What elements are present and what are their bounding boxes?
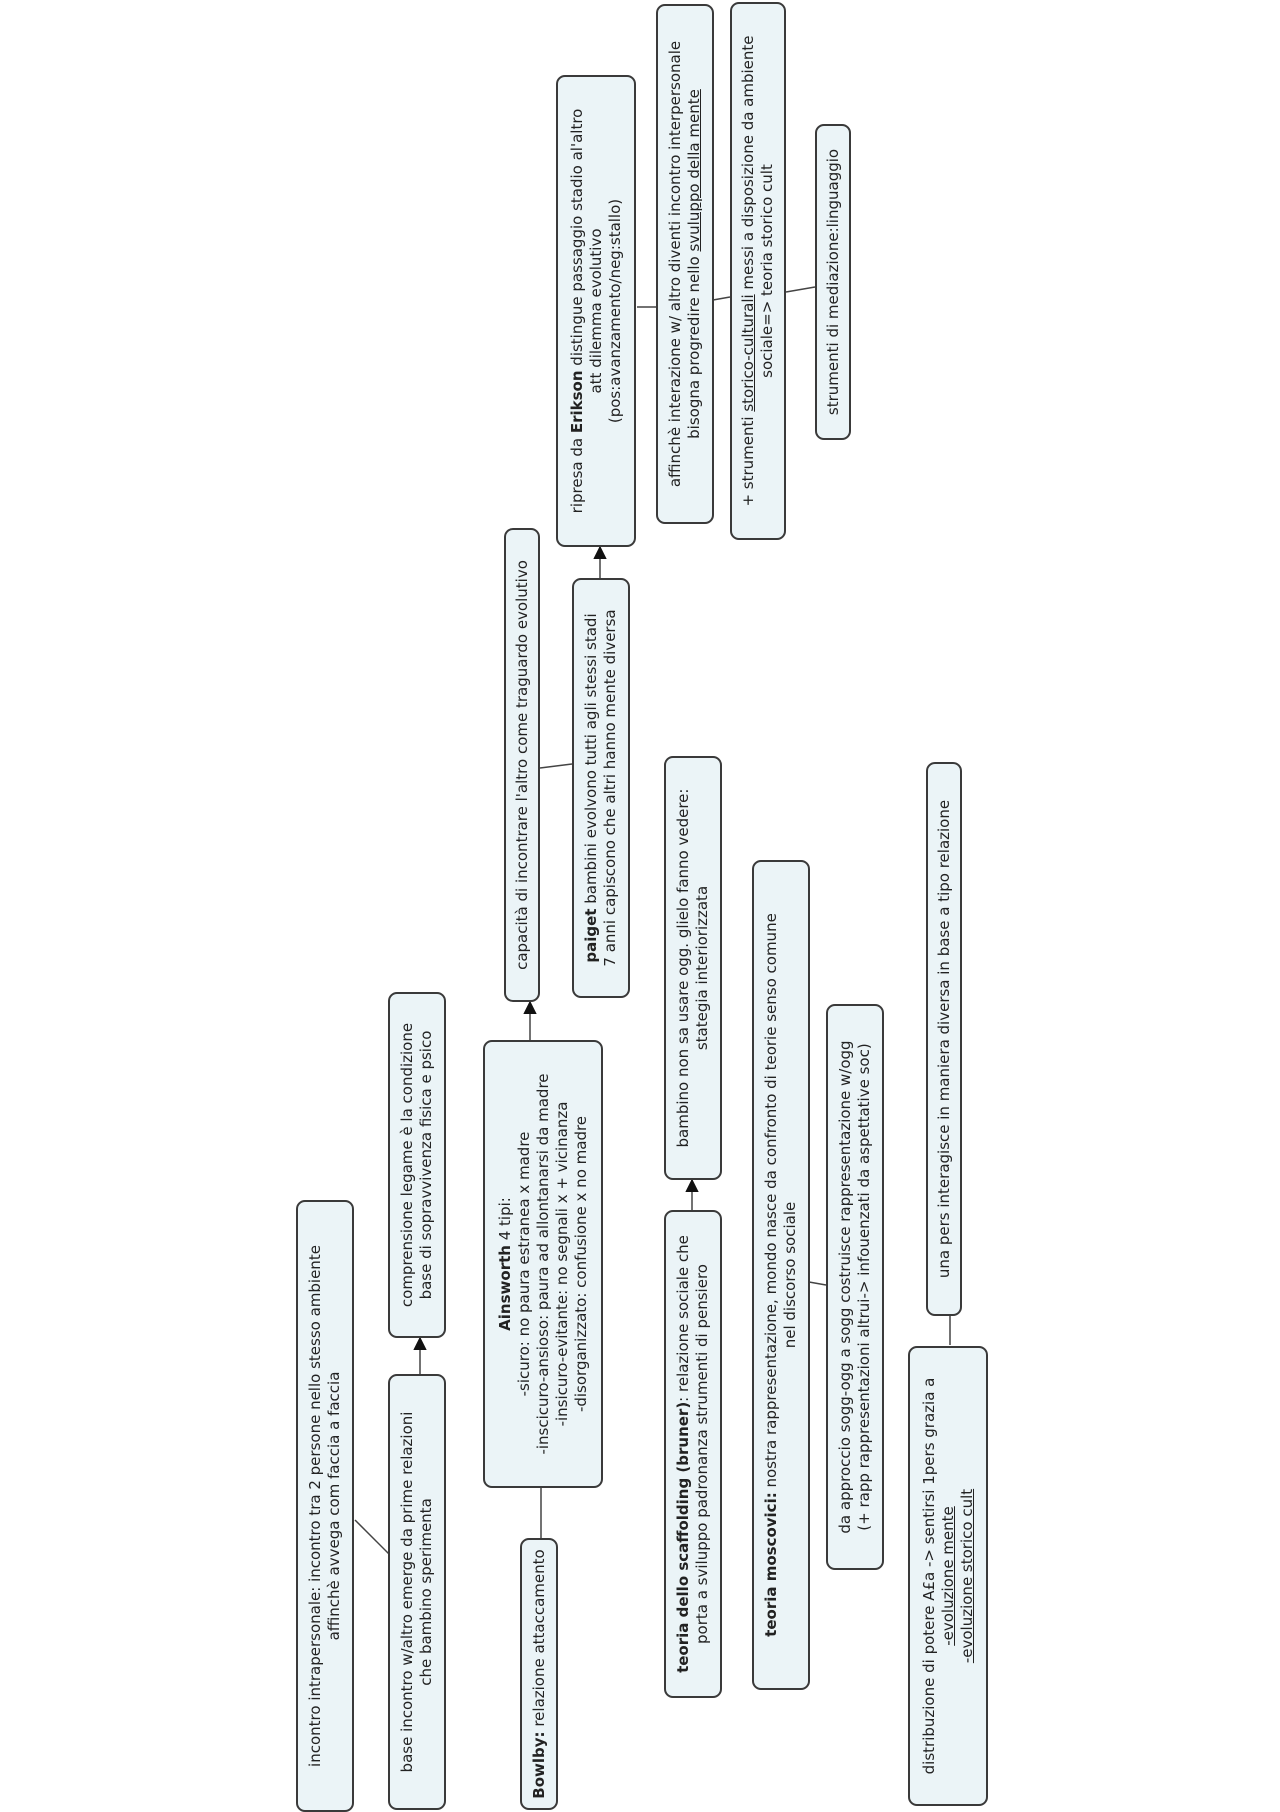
node-underlined: svuluppo della mente (685, 89, 703, 252)
node-text: messi a disposizione da ambiente (739, 35, 757, 295)
node-capacita-incontrare: capacità di incontrare l'altro come trag… (504, 528, 540, 1002)
node-line: stategia interiorizzata (693, 885, 711, 1051)
node-underlined: -evoluzione mente (938, 1506, 957, 1646)
node-line: base di sopravvivenza fisica e psico (417, 1030, 435, 1300)
connector-n14-n15 (808, 1281, 827, 1286)
node-teoria-moscovici: teoria moscovici: nostra rappresentazion… (752, 860, 810, 1690)
node-text: strumenti di mediazione:linguaggio (823, 148, 842, 416)
node-bambino-non-sa: bambino non sa usare ogg. glielo fanno v… (664, 756, 722, 1180)
node-text: distingue passaggio stadio al'altro (567, 108, 586, 371)
node-line: att dilemma evolutivo (586, 228, 605, 394)
node-line: (pos:avanzamento/neg:stallo) (605, 198, 624, 424)
node-line: sociale=> teoria storico cult (758, 164, 776, 378)
node-erikson: ripresa da Erikson distingue passaggio s… (556, 75, 636, 547)
node-line: incontro intrapersonale: incontro tra 2 … (306, 1245, 324, 1767)
node-text: nostra rappresentazione, mondo nasce da … (762, 913, 780, 1493)
node-line: -disorganizzato: confusione x no madre (571, 1115, 590, 1413)
node-line: affinchè interazione w/ altro diventi in… (666, 40, 684, 488)
connector-n1-n2 (354, 1519, 391, 1556)
node-base-incontro: base incontro w/altro emerge da prime re… (388, 1374, 446, 1810)
node-line: comprensione legame è la condizione (398, 1022, 416, 1308)
node-line: 7 anni capiscono che altri hanno mente d… (601, 609, 619, 967)
node-line: da approccio sogg-ogg a sogg costruisce … (836, 1040, 854, 1534)
node-pers-interagisce: una pers interagisce in maniera diversa … (926, 762, 962, 1316)
node-line: -inscicuro-ansioso: paura ad allontanars… (533, 1073, 552, 1455)
node-bold: paiget (582, 908, 600, 963)
node-ainsworth: Ainsworth 4 tipi: -sicuro: no paura estr… (483, 1040, 603, 1488)
node-incontro-intrapersonale: incontro intrapersonale: incontro tra 2 … (296, 1200, 354, 1812)
node-approccio-sogg-ogg: da approccio sogg-ogg a sogg costruisce … (826, 1004, 884, 1570)
node-text: una pers interagisce in maniera diversa … (934, 799, 953, 1279)
node-text: + strumenti (739, 411, 757, 507)
node-piaget: paiget bambini evolvono tutti agli stess… (572, 578, 630, 998)
connector-n9-n10 (712, 296, 731, 301)
node-interazione-altro: affinchè interazione w/ altro diventi in… (656, 4, 714, 524)
node-line: bambino non sa usare ogg. glielo fanno v… (674, 788, 692, 1148)
node-line: -sicuro: no paura estranea x madre (514, 1131, 533, 1397)
node-bold: teoria moscovici: (762, 1492, 780, 1637)
node-comprensione-legame: comprensione legame è la condizione base… (388, 992, 446, 1338)
node-distribuzione-potere: distribuzione di potere A£a -> sentirsi … (908, 1346, 988, 1806)
node-underlined: -evoluzione storico cult (957, 1488, 976, 1664)
node-text: ripresa da (567, 433, 586, 514)
node-underlined: storico-culturali (739, 294, 757, 412)
node-bold: Bowlby: (529, 1731, 548, 1799)
node-text: bisogna progredire nello (685, 251, 703, 439)
node-bold: teoria dello scaffolding (bruner) (674, 1401, 692, 1673)
node-strumenti-mediazione: strumenti di mediazione:linguaggio (815, 124, 851, 440)
node-line: (+ rapp rappresentazioni altrui-> infoue… (855, 1043, 873, 1531)
node-text: capacità di incontrare l'altro come trag… (512, 560, 531, 970)
node-bowlby: Bowlby: relazione attaccamento (520, 1538, 558, 1810)
node-line: porta a sviluppo padronanza strumenti di… (693, 1264, 711, 1644)
connector-n6-n7 (539, 763, 573, 769)
node-strumenti-storico-culturali: + strumenti storico-culturali messi a di… (730, 2, 786, 540)
node-line: distribuzione di potere A£a -> sentirsi … (919, 1377, 938, 1775)
node-bold: Erikson (567, 370, 586, 434)
node-text: 4 tipi: (495, 1197, 514, 1246)
node-text: bambini evolvono tutti agli stessi stadi (582, 613, 600, 909)
node-text: : relazione sociale che (674, 1235, 692, 1402)
node-line: che bambino sperimenta (417, 1498, 435, 1686)
node-line: base incontro w/altro emerge da prime re… (398, 1411, 416, 1773)
node-line: -insicuro-evitante: no segnali x + vicin… (552, 1101, 571, 1427)
node-line: affinchè avvega com faccia a faccia (325, 1371, 343, 1641)
connector-n10-n11 (785, 286, 816, 293)
node-line: nel discorso sociale (781, 1201, 799, 1349)
node-text: relazione attaccamento (529, 1549, 548, 1732)
node-bold: Ainsworth (495, 1245, 514, 1331)
node-scaffolding-bruner: teoria dello scaffolding (bruner): relaz… (664, 1210, 722, 1698)
